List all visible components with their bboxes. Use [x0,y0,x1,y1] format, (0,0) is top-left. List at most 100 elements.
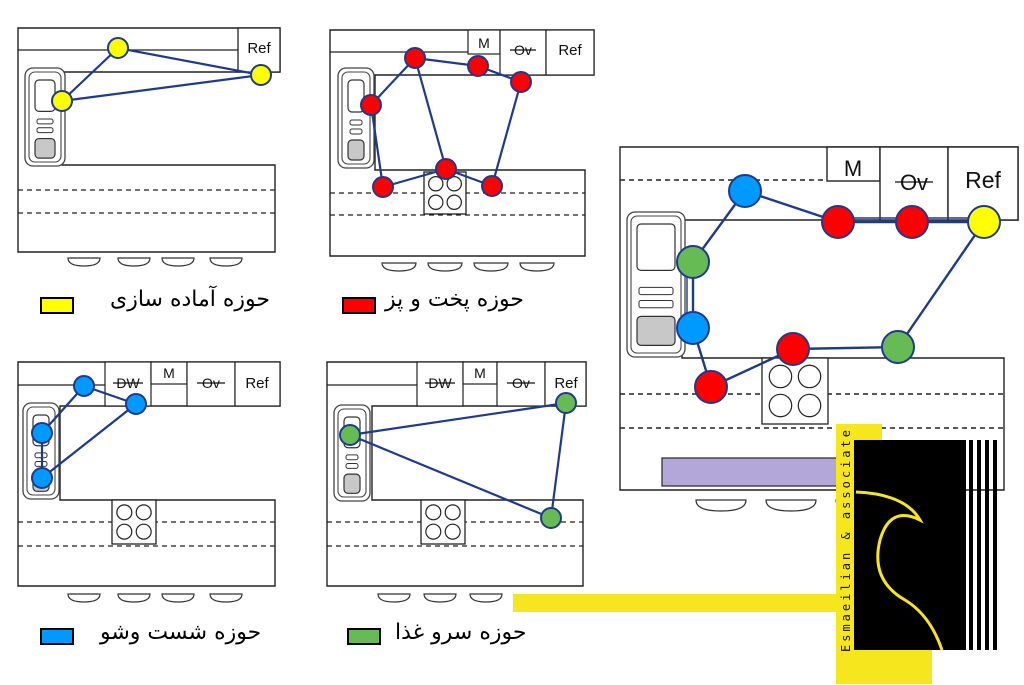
wash-zone-node [31,467,53,489]
stove-cooktop [423,171,467,215]
burner [135,523,152,540]
bar-stool [765,499,817,512]
work-path [349,401,568,520]
sink-slot [345,463,359,469]
panel-prep: Ref [17,27,281,267]
sink-slot [349,128,363,135]
cook-zone-node [481,175,503,197]
serve-zone-node [339,424,361,446]
microwave [467,29,501,55]
wash-zone-node [73,375,95,397]
burner [428,176,444,192]
microwave-label: M [163,365,175,381]
refrigerator [545,29,595,76]
serve-zone-node [676,245,710,279]
serve-zone-node [540,507,562,529]
bar-stool [469,593,503,603]
bar-stool [209,257,243,267]
sink-basin-grey [34,137,56,159]
work-path [413,56,523,188]
caption-serve-zone: حوزه سرو غذا [395,620,527,645]
work-path [691,189,986,389]
logo-yellow-bar [513,594,853,612]
caption-wash-zone: حوزه شست وشو [100,620,262,645]
sink-basin-top [347,79,365,113]
burner [428,194,444,210]
burner [768,364,793,389]
legend-swatch-serve [347,628,381,645]
bar-stool [519,262,555,272]
logo-yellow-foot [882,650,932,684]
sink-slot [345,454,359,461]
ref-label: Ref [558,42,582,59]
bar-stool [67,257,101,267]
ref-label: Ref [245,375,269,392]
legend-swatch-prep [40,297,74,314]
burner [425,504,442,521]
caption-prep-zone: حوزه آماده سازی [110,287,271,312]
cook-zone-node [435,158,457,180]
ref-label: Ref [554,375,578,392]
cook-zone-node [694,370,728,404]
logo-text: Esmaeilian & associate [839,427,853,652]
oven [496,361,546,407]
refrigerator [234,361,281,407]
cook-zone-node [821,205,855,239]
sink-basin-grey [347,139,365,161]
stove-body [111,499,157,545]
burner [797,393,822,418]
stove-body [761,357,829,425]
legend-swatch-wash [40,628,74,645]
serve-zone-node [881,330,915,364]
brand-logo: Esmaeilian & associate [513,424,997,684]
wash-zone-node [125,393,147,415]
bar-stool [381,262,417,272]
sink-basin-grey [343,473,361,494]
microwave-label: M [844,156,862,181]
prep-zone-node [107,37,129,59]
legend-swatch-cook [342,297,376,314]
wash-zone-node [728,174,762,208]
cook-zone-node [776,332,810,366]
bar-stool [67,593,101,603]
microwave-label: M [474,365,486,381]
bar-stool [117,257,151,267]
logo-curve [855,490,944,651]
sink-basin-top [34,79,56,112]
logo-stripe [993,440,997,650]
work-path [60,46,263,103]
stove-cooktop [420,499,466,545]
prep-zone-node [51,90,73,112]
burner [425,523,442,540]
sink-slot [36,127,54,134]
cook-zone-node [510,71,532,93]
burner [444,504,461,521]
wash-zone-node [676,311,710,345]
bar-stool [161,257,195,267]
sink-slot [36,118,54,125]
stove-cooktop [111,499,157,545]
prep-zone-node [967,205,1001,239]
burner [135,504,152,521]
burner [446,194,462,210]
ref-label: Ref [965,167,1001,193]
bar-stool [377,593,411,603]
bar-stool [209,593,243,603]
cook-zone-node [360,94,382,116]
caption-cook-zone: حوزه پخت و پز [385,287,524,312]
sink-basin-grey [636,315,676,346]
cook-zone-node [895,205,929,239]
bar-stool [473,262,509,272]
burner [768,393,793,418]
logo-stripe [969,440,973,650]
sink [24,67,66,167]
logo-stripe [985,440,989,650]
burner [116,523,133,540]
logo-black-panel [854,440,966,650]
wash-zone-node [31,422,53,444]
cook-zone-node [404,47,426,69]
bar-stool [695,499,747,512]
bar-stool [423,593,457,603]
